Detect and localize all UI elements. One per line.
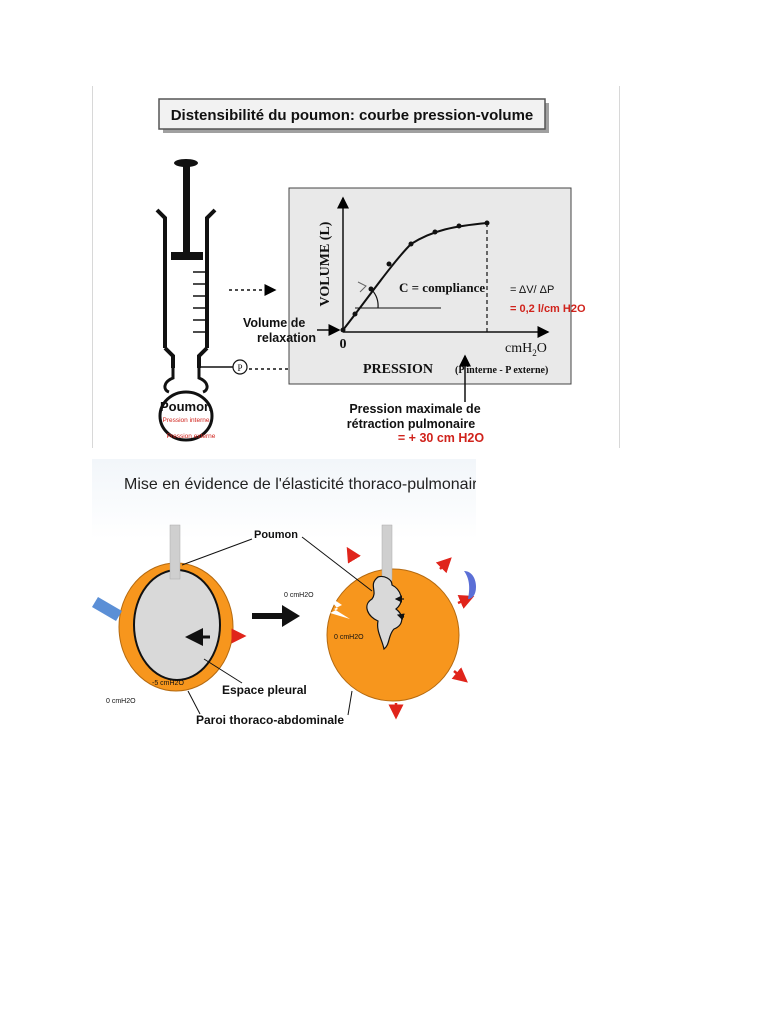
- y-axis-label: VOLUME (L): [318, 221, 333, 306]
- max-label-2: rétraction pulmonaire: [347, 417, 476, 431]
- edge-blue-shape: [464, 571, 476, 599]
- curve-point: [352, 311, 358, 317]
- pressure-gauge-symbol: P: [237, 363, 242, 373]
- pressure-volume-diagram: Distensibilité du poumon: courbe pressio…: [155, 98, 586, 445]
- elasticity-diagram: Mise en évidence de l'élasticité thoraco…: [92, 476, 486, 727]
- compliance-arc: [371, 289, 379, 309]
- right-collapsed-lung: [366, 575, 403, 650]
- barrel-right: [205, 208, 217, 348]
- wall-arrow: [435, 557, 452, 574]
- barrel-left: [155, 208, 167, 348]
- left-state: -5 cmH2O 0 cmH2O: [92, 524, 247, 705]
- left-trachea: [169, 524, 181, 580]
- right-wall-arrows: [346, 546, 475, 720]
- espace-label: Espace pleural: [222, 683, 307, 697]
- curve-point: [408, 241, 414, 247]
- plunger-cap: [174, 159, 198, 167]
- right-state: 0 cmH2O 0 cmH2O: [284, 524, 476, 720]
- formula-value: = 0,2 l/cm H2O: [510, 303, 586, 315]
- left-lung: [133, 569, 221, 681]
- elasticity-panel: Mise en évidence de l'élasticité thoraco…: [92, 459, 486, 727]
- chart-area: [288, 187, 572, 385]
- curve-point: [432, 229, 438, 235]
- poumon-pointer-left: [181, 538, 253, 566]
- right-thoracic-wall: [326, 568, 460, 702]
- pressure-gauge: [232, 359, 248, 375]
- wall-arrow: [346, 546, 361, 564]
- cursor-glyph: [357, 281, 367, 293]
- pressure-left-outer: 0 cmH2O: [106, 698, 136, 705]
- paroi-label: Paroi thoraco-abdominale: [196, 713, 344, 727]
- right-trachea: [381, 524, 393, 582]
- max-value: = + 30 cm H2O: [398, 431, 484, 445]
- wall-arrow: [451, 667, 468, 683]
- curve-point: [386, 261, 392, 267]
- collapse-arrows: [394, 595, 405, 621]
- curve-point: [456, 223, 462, 229]
- syringe-pressure-interne: Pression interne: [163, 417, 210, 424]
- paroi-pointer-left: [187, 690, 201, 715]
- paroi-pointer-right: [347, 690, 353, 716]
- top-title: Distensibilité du poumon: courbe pressio…: [171, 107, 534, 124]
- relaxation-label-2: relaxation: [257, 331, 316, 345]
- syringe-pressure-externe: Pression externe: [167, 433, 216, 440]
- plunger-head: [171, 252, 203, 260]
- syringe-label: Poumon: [160, 399, 212, 414]
- barrel-graduations: [193, 271, 207, 333]
- max-label-1: Pression maximale de: [349, 402, 480, 416]
- poumon-label: Poumon: [254, 529, 298, 541]
- x-axis-label: PRESSION: [363, 362, 433, 377]
- pressure-right-inner: 0 cmH2O: [334, 634, 364, 641]
- syringe: Poumon Pression interne Pression externe: [155, 159, 217, 442]
- unit-label: cmH2O: [505, 341, 547, 358]
- lung-flask: [158, 390, 214, 442]
- puncture-spark: [324, 593, 350, 619]
- origin-label: 0: [340, 337, 347, 352]
- bottom-title: Mise en évidence de l'élasticité thoraco…: [124, 476, 476, 493]
- pressure-right-top: 0 cmH2O: [284, 592, 314, 599]
- curve-point: [340, 327, 346, 333]
- pressure-left-inner: -5 cmH2O: [152, 680, 184, 687]
- espace-pointer: [203, 658, 243, 684]
- relaxation-label-1: Volume de: [243, 316, 305, 330]
- curve-points: [340, 220, 490, 333]
- x-axis-sub: (P interne - P externe): [455, 365, 548, 376]
- compliance-label: C = compliance: [399, 280, 485, 295]
- plunger-rod: [183, 165, 190, 255]
- left-needle: [92, 597, 122, 621]
- title-box: [158, 98, 546, 130]
- poumon-pointer-right: [301, 536, 373, 592]
- transition-arrow: [252, 605, 300, 627]
- pressure-volume-panel: Distensibilité du poumon: courbe pressio…: [92, 86, 620, 448]
- formula-label: = ΔV/ ΔP: [510, 284, 554, 296]
